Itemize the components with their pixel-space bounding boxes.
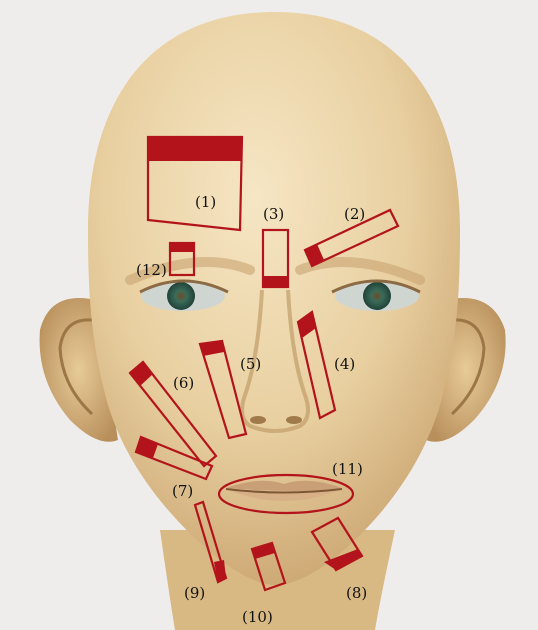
region-label-5: (5) — [240, 355, 261, 373]
region-label-6: (6) — [173, 374, 194, 392]
region-label-12: (12) — [136, 261, 167, 279]
region-label-2: (2) — [344, 205, 365, 223]
nostril-right — [286, 416, 302, 424]
region-label-8: (8) — [346, 584, 367, 602]
region-label-3: (3) — [263, 205, 284, 223]
right-iris — [363, 282, 391, 310]
region-label-7: (7) — [172, 482, 193, 500]
region-label-9: (9) — [184, 584, 205, 602]
region-label-11: (11) — [332, 460, 363, 478]
nostril-left — [250, 416, 266, 424]
left-iris — [167, 282, 195, 310]
region-label-1: (1) — [195, 193, 216, 211]
region-label-10: (10) — [242, 608, 273, 626]
region-label-4: (4) — [334, 355, 355, 373]
